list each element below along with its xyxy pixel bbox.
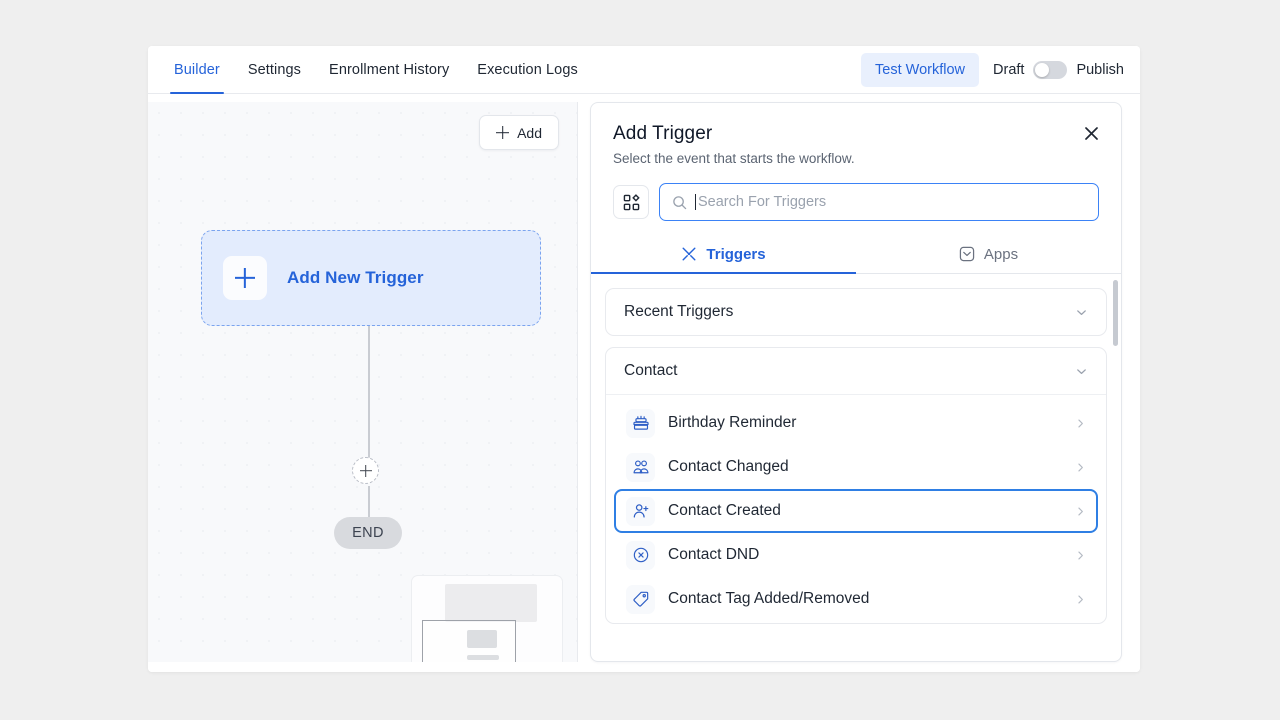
minimap-inner-block-1 <box>467 630 497 648</box>
user-plus-icon <box>626 496 655 526</box>
trigger-item-label: Contact Created <box>668 502 781 519</box>
group-contact: Contact <box>605 347 1107 624</box>
minimap-node-block <box>445 584 537 622</box>
trigger-item-contact-tag-added-removed[interactable]: Contact Tag Added/Removed <box>614 577 1098 621</box>
tab-apps-label: Apps <box>983 245 1019 263</box>
panel-tab-list: Triggers Apps <box>591 235 1121 274</box>
search-icon <box>672 195 687 210</box>
plus-icon <box>360 465 372 477</box>
workflow-edge-bottom <box>368 486 370 518</box>
trigger-item-label: Birthday Reminder <box>668 414 797 431</box>
panel-scrollbar[interactable] <box>1113 280 1118 632</box>
add-new-trigger-label: Add New Trigger <box>287 268 424 287</box>
chevron-right-icon <box>1075 462 1086 473</box>
group-recent-triggers-label: Recent Triggers <box>624 303 734 320</box>
users-icon <box>626 452 655 482</box>
trigger-item-label: Contact DND <box>668 546 760 563</box>
birthday-cake-icon <box>626 408 655 438</box>
panel-title: Add Trigger <box>613 123 713 144</box>
chevron-right-icon <box>1075 506 1086 517</box>
close-icon[interactable] <box>1079 121 1103 145</box>
add-trigger-panel: Add Trigger Select the event that starts… <box>590 102 1122 662</box>
tab-triggers-label: Triggers <box>706 245 766 263</box>
panel-header: Add Trigger Select the event that starts… <box>591 103 1121 166</box>
workflow-tab-list: Builder Settings Enrollment History Exec… <box>148 46 592 94</box>
canvas-add-button-label: Add <box>517 124 542 141</box>
plus-icon <box>496 126 509 139</box>
tools-icon <box>681 246 697 262</box>
panel-scrollbar-thumb[interactable] <box>1113 280 1118 346</box>
canvas-add-button[interactable]: Add <box>479 115 559 150</box>
trigger-item-label: Contact Changed <box>668 458 789 475</box>
text-caret <box>695 194 696 210</box>
add-new-trigger-card[interactable]: Add New Trigger <box>201 230 541 326</box>
trigger-item-contact-dnd[interactable]: Contact DND <box>614 533 1098 577</box>
panel-search-row <box>591 166 1121 221</box>
do-not-disturb-icon <box>626 540 655 570</box>
publish-toggle[interactable] <box>1033 60 1068 79</box>
trigger-item-birthday-reminder[interactable]: Birthday Reminder <box>614 401 1098 445</box>
minimap-inner-block-2 <box>467 655 499 660</box>
app-window: Builder Settings Enrollment History Exec… <box>148 46 1140 672</box>
group-recent-triggers-header[interactable]: Recent Triggers <box>606 289 1106 335</box>
tab-builder[interactable]: Builder <box>160 46 234 94</box>
tab-enrollment-history-label: Enrollment History <box>329 61 450 78</box>
publish-toggle-knob <box>1035 62 1050 77</box>
chevron-right-icon <box>1075 594 1086 605</box>
test-workflow-button[interactable]: Test Workflow <box>861 52 980 87</box>
end-node: END <box>334 517 402 549</box>
inbox-icon <box>959 246 975 262</box>
group-contact-label: Contact <box>624 362 678 379</box>
tag-icon <box>626 584 655 614</box>
trigger-list-scroll-area[interactable]: Recent Triggers Contact <box>591 274 1121 661</box>
chevron-right-icon <box>1075 418 1086 429</box>
tab-enrollment-history[interactable]: Enrollment History <box>315 46 463 93</box>
end-node-label: END <box>352 525 384 541</box>
grid-view-icon[interactable] <box>613 185 649 219</box>
search-input[interactable] <box>698 194 1086 210</box>
top-navigation-bar: Builder Settings Enrollment History Exec… <box>148 46 1140 94</box>
workflow-edge-top <box>368 326 370 468</box>
draft-label: Draft <box>993 61 1025 78</box>
canvas-minimap[interactable] <box>412 576 562 662</box>
top-navigation-actions: Test Workflow Draft Publish <box>861 46 1140 93</box>
canvas-dot-grid <box>148 102 577 662</box>
group-contact-items: Birthday Reminder <box>606 394 1106 623</box>
chevron-down-icon <box>1075 306 1088 319</box>
group-recent-triggers: Recent Triggers <box>605 288 1107 336</box>
trigger-item-label: Contact Tag Added/Removed <box>668 590 870 607</box>
workflow-body: Add Add New Trigger END <box>148 94 1140 672</box>
publish-label: Publish <box>1076 61 1124 78</box>
search-input-wrapper[interactable] <box>659 183 1099 221</box>
tab-execution-logs-label: Execution Logs <box>477 61 578 78</box>
trigger-item-contact-changed[interactable]: Contact Changed <box>614 445 1098 489</box>
trigger-item-contact-created[interactable]: Contact Created <box>614 489 1098 533</box>
tab-apps[interactable]: Apps <box>856 235 1121 273</box>
add-trigger-plus-icon <box>223 256 267 300</box>
chevron-right-icon <box>1075 550 1086 561</box>
add-step-node-button[interactable] <box>352 457 379 484</box>
tab-settings-label: Settings <box>247 61 302 78</box>
tab-settings[interactable]: Settings <box>234 46 315 93</box>
panel-subtitle: Select the event that starts the workflo… <box>613 151 855 166</box>
chevron-down-icon <box>1075 365 1088 378</box>
publish-toggle-group: Draft Publish <box>993 60 1124 79</box>
tab-triggers[interactable]: Triggers <box>591 235 856 274</box>
tab-builder-label: Builder <box>174 61 220 78</box>
tab-execution-logs[interactable]: Execution Logs <box>463 46 592 93</box>
workflow-canvas[interactable]: Add Add New Trigger END <box>148 102 578 662</box>
group-contact-header[interactable]: Contact <box>606 348 1106 394</box>
